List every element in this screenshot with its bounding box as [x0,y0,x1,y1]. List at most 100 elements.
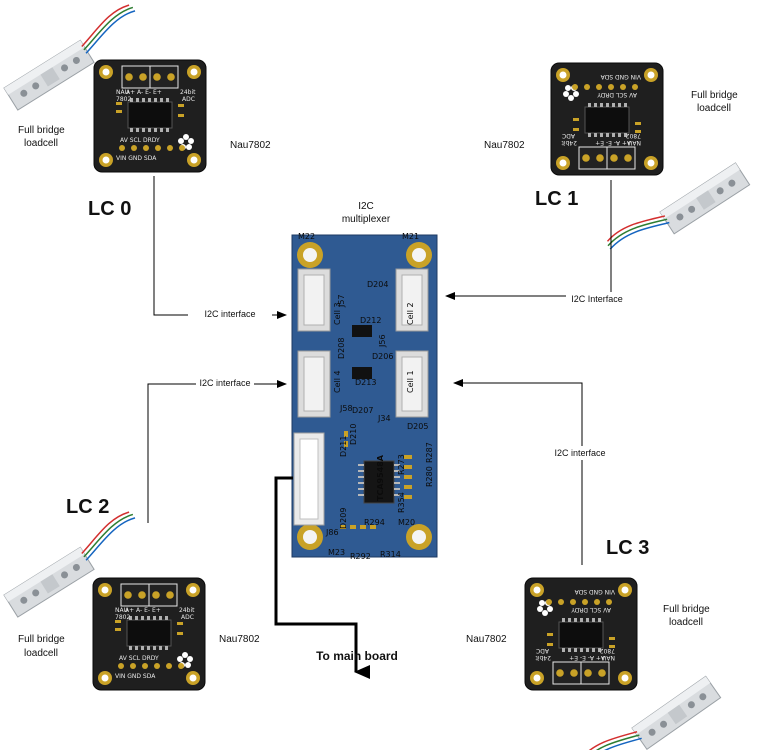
sensor-label-line1: Full bridge [18,634,65,645]
board-bottom-pins: AV SCL DRDY [597,91,637,98]
mux-cell-label: Cell 4 [333,370,342,393]
unit-title: LC 0 [88,198,131,220]
i2c-link-lc1 [445,180,612,300]
board-bottom-pins: AV SCL DRDY [571,606,611,613]
mux-ref-label: M22 [298,232,315,241]
mux-ref-label: M23 [328,548,345,557]
board-adc-line1: 24bit [561,139,577,146]
board-bottom-pins: AV SCL DRDY [119,655,159,662]
board-name-bottom: 7802 [115,614,130,621]
chip-label: Nau7802 [230,140,271,151]
board-adc-line1: 24bit [180,89,196,96]
sensor-label-line1: Full bridge [691,90,738,101]
board-bottom-pins2: VIN GND SDA [574,588,615,595]
i2c-link-lc0 [153,176,287,319]
mux-ref-label: M21 [402,232,419,241]
link-label-lc1: I2C Interface [571,294,623,304]
board-top-pins: A+ A- E- E+ [569,654,605,661]
board-name-top: NAU [115,607,128,614]
unit-title: LC 1 [535,188,578,210]
mux-cell-label: Cell 1 [406,370,415,393]
cell-connector-2 [395,268,429,332]
main-board-link [274,476,370,679]
sensor-label-line2: loadcell [697,103,731,114]
mux-ref-label: D205 [407,422,428,431]
mux-ref-label: R287 [425,442,434,463]
main-board-label: To main board [316,649,398,663]
board-top-pins: A+ A- E- E+ [126,89,162,96]
mux-ref-label: M20 [398,518,415,527]
mux-ref-label: D211 [339,436,348,457]
i2c-link-lc3 [453,379,583,565]
mux-ref-label: R354 [397,492,406,513]
chip-label: Nau7802 [484,140,525,151]
mux-ref-label: R292 [350,552,371,561]
board-adc-line2: ADC [562,132,575,139]
cell-connector-4 [297,350,331,418]
mux-ref-label: D213 [355,378,376,387]
board-name-bottom: 7802 [116,96,131,103]
cell-connector-1 [395,350,429,418]
sensor-label-line1: Full bridge [18,125,65,136]
board-name-top: NAU [628,139,641,146]
cell-connector-3 [297,268,331,332]
board-adc-line2: ADC [182,96,195,103]
mux-ref-label: R273 [397,454,406,475]
mux-ref-label: R314 [380,550,401,559]
mux-chip-label: TCA9548A [376,454,385,501]
mux-title-line2: multiplexer [342,214,391,225]
board-bottom-pins2: VIN GND SDA [115,673,156,680]
board-adc-line2: ADC [536,647,549,654]
board-top-pins: A+ A- E- E+ [125,607,161,614]
mux-ref-label: D209 [339,508,348,529]
board-name-top: NAU [602,654,615,661]
loadcell-sensor-lc2 [3,511,136,618]
mux-ref-label: J57 [337,294,346,308]
mux-title-line1: I2C [358,201,374,212]
mux-ref-label: D212 [360,316,381,325]
mux-ref-label: D210 [349,424,358,445]
loadcell-sensor-lc3 [579,675,722,750]
chip-label: Nau7802 [219,634,260,645]
unit-title: LC 3 [606,537,649,559]
unit-title: LC 2 [66,496,109,518]
loadcell-sensor-lc0 [3,4,136,111]
board-adc-line1: 24bit [535,654,551,661]
mux-ref-label: R280 [425,466,434,487]
board-adc-line2: ADC [181,614,194,621]
board-bottom-pins2: VIN GND SDA [116,155,157,162]
i2c-link-lc2 [147,380,287,523]
mux-ref-label: D204 [367,280,388,289]
mux-ref-label: J58 [339,404,353,413]
mux-ref-label: D208 [337,338,346,359]
sensor-label-line2: loadcell [24,138,58,149]
mux-ref-label: J56 [378,334,387,348]
mux-ref-label: D207 [352,406,373,415]
chip-label: Nau7802 [466,634,507,645]
link-label-lc2: I2C interface [199,378,250,388]
board-top-pins: A+ A- E- E+ [595,139,631,146]
mux-ref-label: J86 [325,528,339,537]
mux-ref-label: D206 [372,352,393,361]
sensor-label-line2: loadcell [24,648,58,659]
mux-cell-label: Cell 3 [333,302,342,325]
board-bottom-pins: AV SCL DRDY [120,137,160,144]
link-label-lc3: I2C interface [554,448,605,458]
link-label-lc0: I2C interface [204,309,255,319]
board-bottom-pins2: VIN GND SDA [600,73,641,80]
mux-ref-label: J34 [377,414,391,423]
board-name-bottom: 7802 [626,132,641,139]
board-name-bottom: 7802 [600,647,615,654]
board-adc-line1: 24bit [179,607,195,614]
mux-ref-label: R294 [364,518,385,527]
